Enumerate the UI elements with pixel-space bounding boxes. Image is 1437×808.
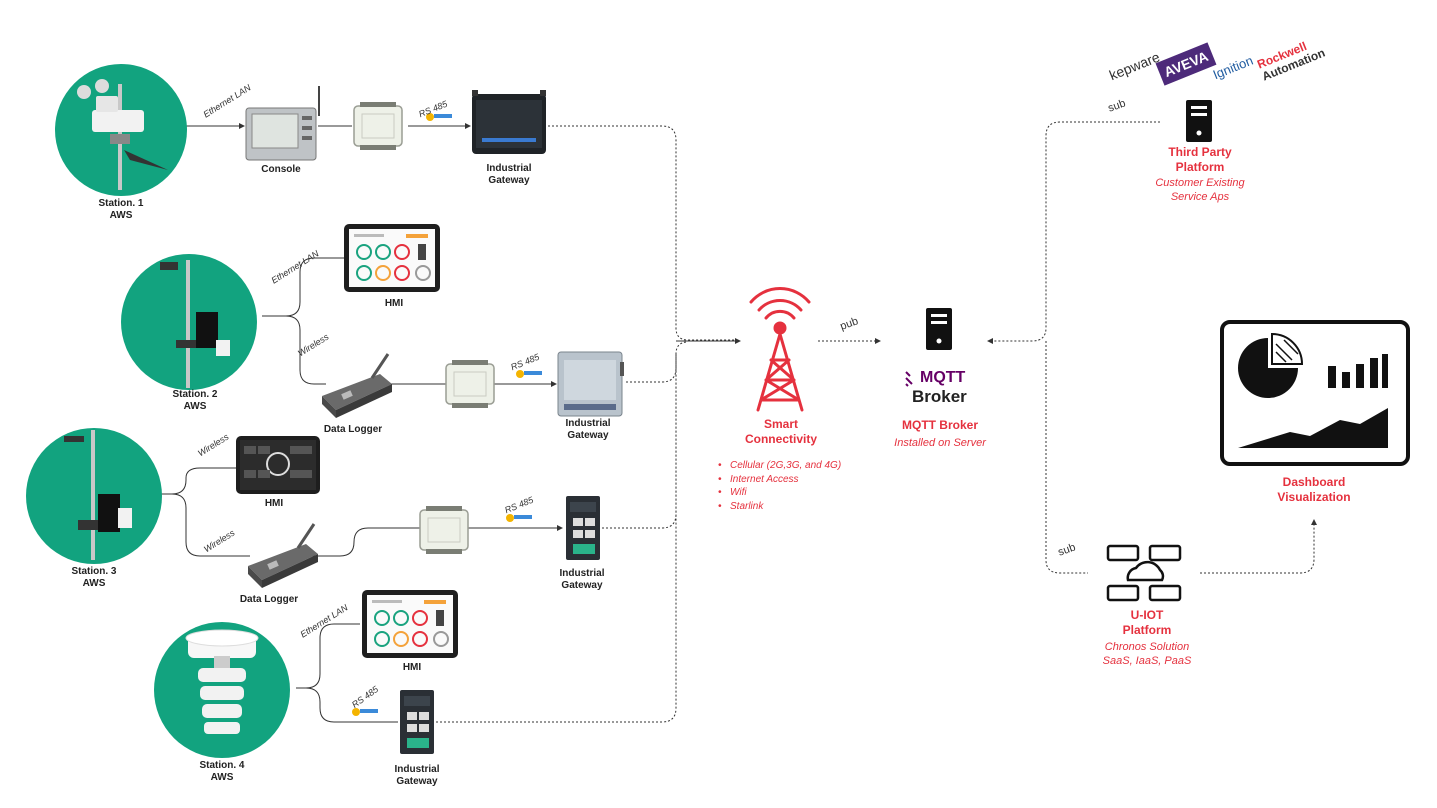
hmi-2-label: HMI [384, 298, 404, 309]
station-2-image [121, 254, 257, 390]
broker-subtitle: Installed on Server [894, 437, 986, 449]
tower-icon [749, 287, 811, 412]
broker-title: MQTT Broker [901, 418, 978, 432]
station-4-image [154, 622, 290, 758]
gateway-3-device [566, 496, 600, 560]
hmi-3-label: HMI [264, 498, 284, 509]
data-logger-2-label: Data Logger [323, 424, 383, 435]
mqtt-logo-sub: Broker [912, 387, 967, 406]
connectivity-item: Internet Access [718, 473, 841, 487]
gateway-4-device [400, 690, 434, 754]
console-device [245, 86, 320, 161]
station-3-image [26, 428, 162, 564]
hmi-2-device [343, 223, 441, 293]
gateway-1-device [472, 90, 546, 154]
data-logger-3-label: Data Logger [239, 594, 299, 605]
rs485-converter-2 [445, 359, 495, 409]
dashboard-icon [1220, 320, 1410, 466]
connectivity-item: Cellular (2G,3G, and 4G) [718, 459, 841, 473]
data-logger-3-device [246, 522, 320, 590]
solid-connections [160, 123, 741, 723]
console-label: Console [261, 164, 301, 175]
uiot-title: U-IOT Platform [1122, 608, 1172, 637]
mqtt-server-icon [926, 308, 952, 350]
station-1-image [55, 64, 187, 196]
uiot-cloud-icon [1106, 544, 1182, 602]
connectivity-item: Wifi [718, 486, 841, 500]
third-party-server-icon [1186, 100, 1212, 142]
mqtt-logo-mark [905, 371, 913, 387]
rs485-converter-1 [353, 101, 403, 151]
data-logger-2-device [320, 352, 394, 420]
connectivity-list: Cellular (2G,3G, and 4G) Internet Access… [718, 459, 841, 513]
hmi-4-device [361, 589, 459, 659]
rs485-converter-3 [419, 505, 469, 555]
mqtt-logo-text: MQTT [920, 369, 966, 386]
uiot-subtitle: Chronos Solution SaaS, IaaS, PaaS [1102, 641, 1192, 667]
modbus-badges [352, 113, 542, 716]
third-party-title: Third Party Platform [1168, 145, 1232, 174]
third-party-subtitle: Customer Existing Service Aps [1155, 177, 1245, 203]
connectivity-title: Smart Connectivity [744, 417, 817, 446]
hmi-3-device [236, 436, 320, 494]
hmi-4-label: HMI [402, 662, 422, 673]
gateway-2-device [557, 351, 624, 417]
connectivity-item: Starlink [718, 500, 841, 514]
dashed-connections [436, 121, 1317, 723]
dashboard-title: Dashboard Visualization [1277, 475, 1351, 504]
